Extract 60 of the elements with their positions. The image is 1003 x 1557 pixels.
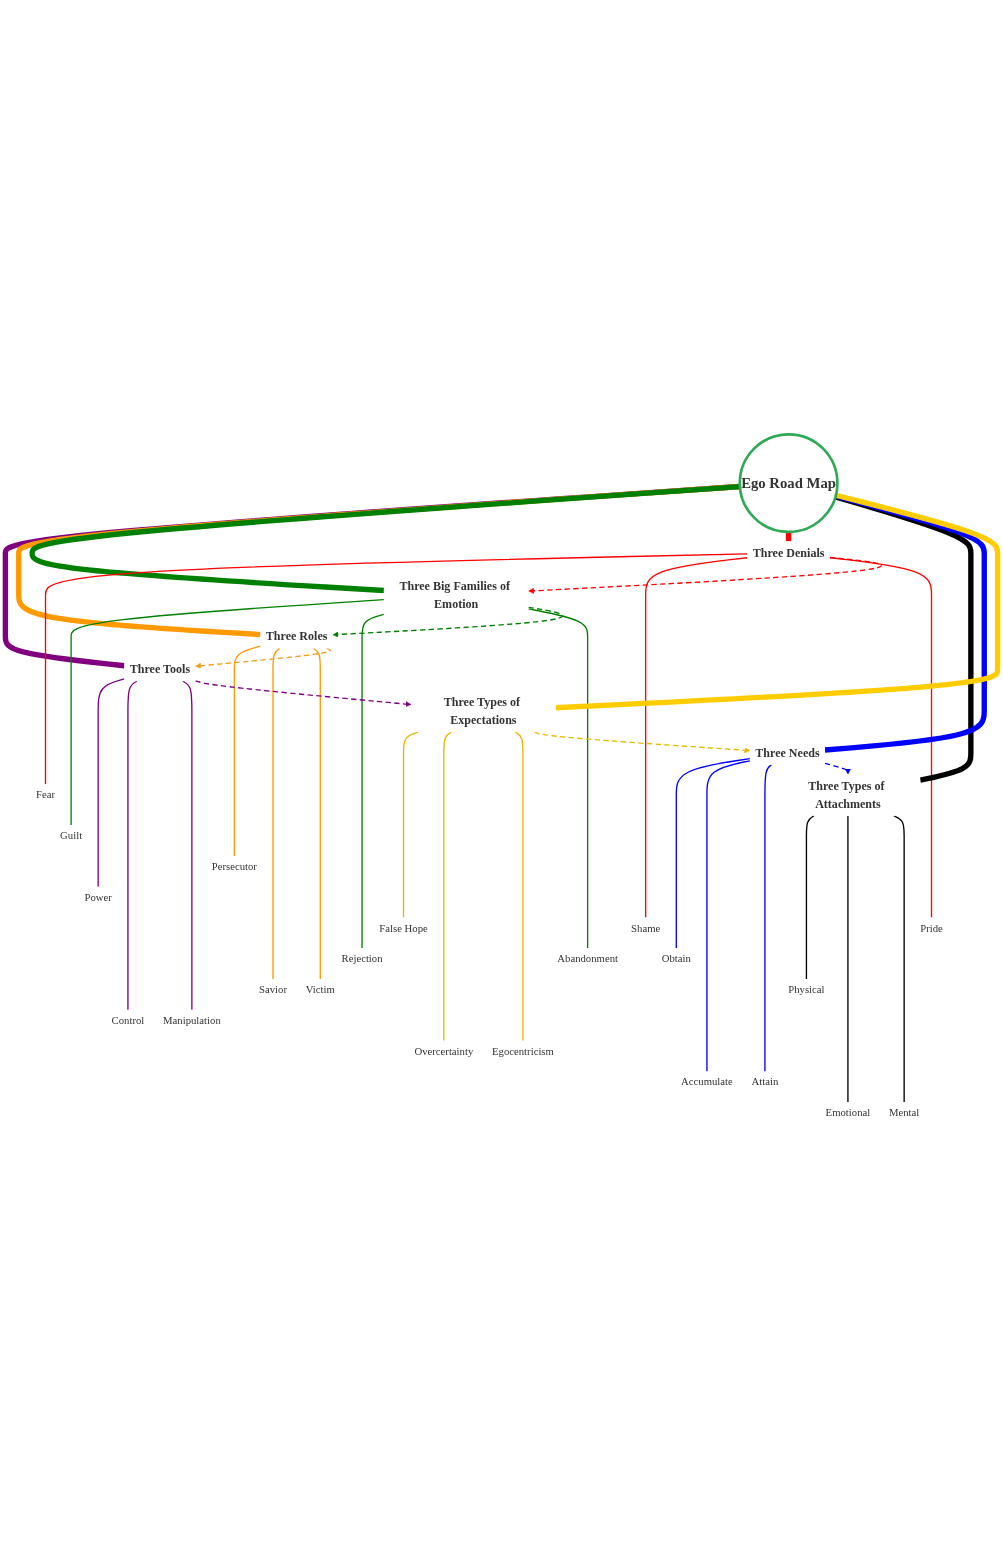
connector	[70, 598, 385, 826]
connector	[764, 763, 773, 1072]
node-text: Three Needs	[755, 745, 820, 760]
connector	[361, 613, 385, 949]
node-text: Shame	[631, 921, 661, 934]
node-text: Three Types of Expectations	[443, 694, 521, 727]
connector	[893, 814, 905, 1103]
node-text: Fear	[36, 788, 56, 800]
connector	[44, 552, 749, 785]
node-text: Pride	[920, 921, 943, 934]
node-text: Overcertainty	[414, 1044, 474, 1057]
node-text: Power	[84, 890, 112, 903]
connector	[182, 680, 193, 1011]
node-text: Attain	[751, 1075, 779, 1087]
connector	[805, 814, 815, 980]
node-circle: Ego Road Map	[738, 432, 839, 533]
node-text: Three Types of Attachments	[808, 778, 885, 810]
connector	[97, 677, 126, 887]
arrow	[332, 606, 564, 637]
connector	[706, 759, 751, 1072]
node-text: Control	[111, 1014, 145, 1026]
node-text: Accumulate	[681, 1075, 733, 1087]
connector	[515, 730, 524, 1041]
connector	[847, 814, 849, 1103]
node-text: Abandonment	[557, 952, 618, 964]
arrow	[528, 556, 882, 594]
connector	[675, 757, 751, 949]
connector	[233, 645, 262, 857]
connector	[527, 607, 589, 949]
connector	[127, 680, 138, 1011]
node-text: Physical	[788, 983, 825, 995]
node-text: Persecutor	[211, 860, 257, 872]
connector	[402, 730, 419, 918]
node-text: Savior	[259, 983, 287, 995]
connector	[829, 556, 933, 918]
node-text: Three Roles	[265, 629, 328, 643]
connector	[29, 483, 741, 593]
node-text: False Hope	[379, 921, 428, 934]
arrow	[824, 762, 851, 774]
connector	[2, 483, 741, 668]
connector	[555, 492, 1001, 710]
arrow	[194, 679, 412, 707]
connector	[443, 730, 452, 1041]
node-text: Three Tools	[129, 661, 191, 676]
arrow	[533, 730, 751, 753]
arrow	[195, 647, 331, 669]
node-text: Victim	[305, 983, 335, 995]
node-text: Rejection	[341, 952, 383, 964]
node-text: Obtain	[661, 952, 691, 964]
node-text: Emotional	[825, 1106, 871, 1118]
node-text: Guilt	[60, 829, 83, 841]
node-text: Three Denials	[752, 545, 825, 559]
connector	[312, 647, 321, 980]
connector	[272, 647, 281, 980]
node-text: Three Big Families of Emotion	[399, 578, 510, 610]
connector	[16, 483, 741, 637]
node-text: Manipulation	[163, 1014, 221, 1026]
connector	[645, 556, 749, 918]
node-text: Mental	[888, 1106, 920, 1118]
node-text: Egocentricism	[492, 1044, 554, 1057]
